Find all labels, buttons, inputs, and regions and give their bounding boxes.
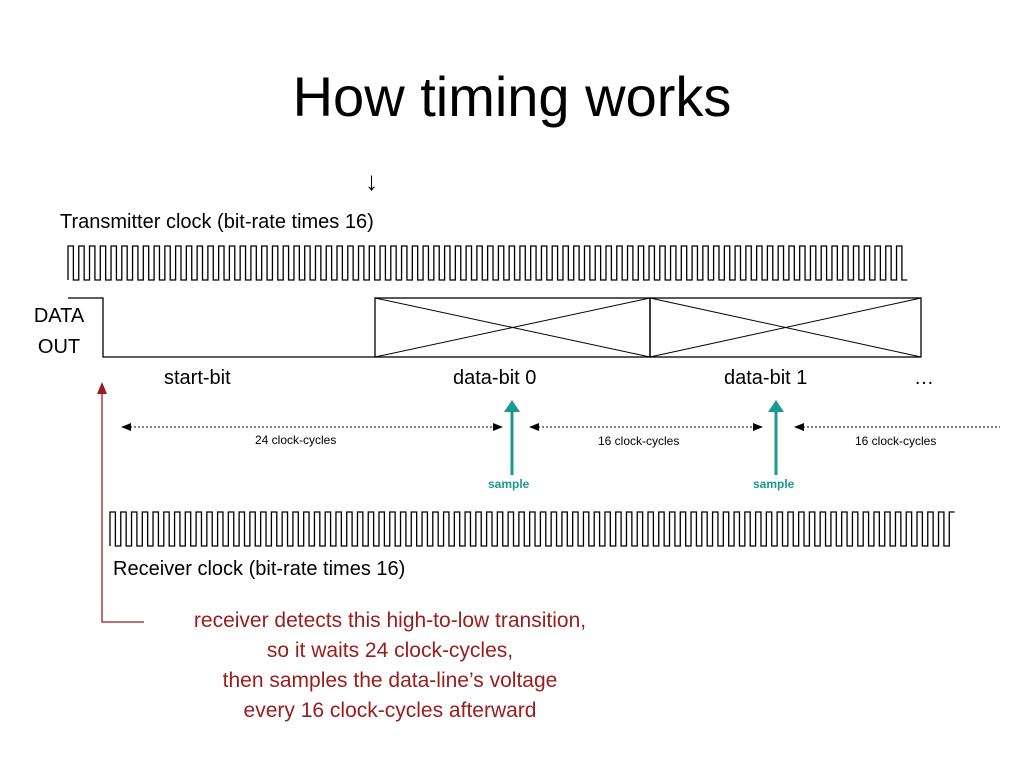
receiver-clock-waveform xyxy=(109,511,955,547)
sample-arrow-2 xyxy=(768,400,784,475)
down-arrow-icon: ↓ xyxy=(365,166,378,196)
cycles-16-b-label: 16 clock-cycles xyxy=(855,434,937,448)
receiver-clock-label: Receiver clock (bit-rate times 16) xyxy=(113,558,406,580)
data-out-label-line1: DATA xyxy=(33,305,85,327)
cycles-24-label: 24 clock-cycles xyxy=(255,433,337,447)
data-out-waveform xyxy=(68,297,922,358)
sample-label-2: sample xyxy=(753,477,795,491)
cycles-16-a-label: 16 clock-cycles xyxy=(598,434,680,448)
data-bit-0-label: data-bit 0 xyxy=(453,367,537,389)
note-line-4: every 16 clock-cycles afterward xyxy=(243,699,537,722)
slide-title: How timing works xyxy=(292,65,732,128)
transmitter-clock-label: Transmitter clock (bit-rate times 16) xyxy=(60,211,374,233)
note-line-3: then samples the data-line’s voltage xyxy=(222,669,558,692)
note-arrow xyxy=(97,382,144,623)
note-line-1: receiver detects this high-to-low transi… xyxy=(193,609,587,632)
note-line-2: so it waits 24 clock-cycles, xyxy=(266,639,514,662)
transmitter-clock-waveform xyxy=(67,245,908,281)
receiver-note: receiver detects this high-to-low transi… xyxy=(100,606,680,726)
ellipsis-label: … xyxy=(914,367,934,389)
sample-arrow-1 xyxy=(504,400,520,475)
sample-label-1: sample xyxy=(488,477,530,491)
start-bit-label: start-bit xyxy=(164,367,231,389)
data-bit-1-label: data-bit 1 xyxy=(724,367,808,389)
data-out-label-line2: OUT xyxy=(37,336,81,358)
